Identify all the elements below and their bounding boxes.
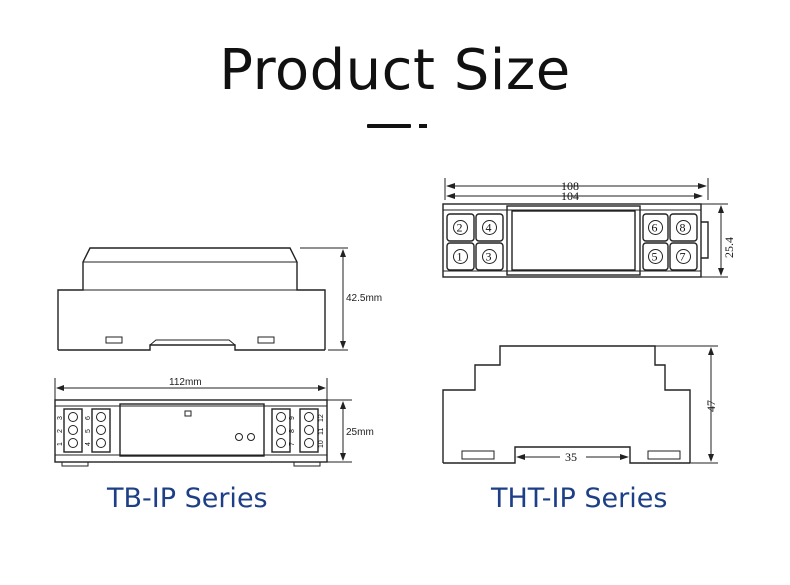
tb-ip-top-view <box>54 378 352 467</box>
terminal-number: 4 <box>486 221 492 235</box>
terminal-number: 7 <box>289 442 296 446</box>
tht-ip-terminal-numbers: 2 4 1 3 6 8 5 7 <box>457 221 686 264</box>
tht-ip-inner-length-label: 104 <box>561 189 579 203</box>
terminal-number: 3 <box>57 416 64 420</box>
terminal-number: 2 <box>457 221 463 235</box>
terminal-number: 8 <box>680 221 686 235</box>
terminal-number: 6 <box>652 221 658 235</box>
terminal-number: 1 <box>57 442 64 446</box>
terminal-number: 5 <box>85 429 92 433</box>
tht-ip-rail-label: 35 <box>565 450 577 464</box>
title-underline-dot <box>419 124 427 128</box>
terminal-number: 6 <box>85 416 92 420</box>
terminal-number: 8 <box>289 429 296 433</box>
tht-ip-height-label: 47 <box>704 400 718 412</box>
tb-ip-side-view <box>57 247 348 351</box>
tb-ip-length-label: 112mm <box>169 377 202 388</box>
terminal-number: 11 <box>318 428 325 435</box>
terminal-number: 4 <box>85 442 92 446</box>
tb-ip-depth-label: 25mm <box>346 427 374 438</box>
tht-ip-outer-length-label: 108 <box>561 179 579 193</box>
terminal-number: 9 <box>289 416 296 420</box>
page-title: Product Size <box>219 38 571 103</box>
terminal-number: 10 <box>318 440 325 448</box>
terminal-number: 1 <box>457 250 463 264</box>
terminal-number: 5 <box>652 250 658 264</box>
title-underline <box>367 124 411 128</box>
series-label-tht-ip: THT-IP Series <box>491 483 668 514</box>
terminal-number: 2 <box>57 429 64 433</box>
tht-ip-top-view <box>442 178 728 278</box>
tb-ip-height-label: 42.5mm <box>346 293 382 304</box>
terminal-number: 12 <box>318 414 325 422</box>
tht-ip-side-view <box>442 345 718 464</box>
terminal-number: 7 <box>680 250 686 264</box>
tb-ip-terminal-numbers: 3 2 1 6 5 4 9 8 7 12 11 10 <box>57 414 325 448</box>
terminal-number: 3 <box>486 250 492 264</box>
series-label-tb-ip: TB-IP Series <box>107 483 268 514</box>
tht-ip-depth-label: 25.4 <box>722 237 736 258</box>
